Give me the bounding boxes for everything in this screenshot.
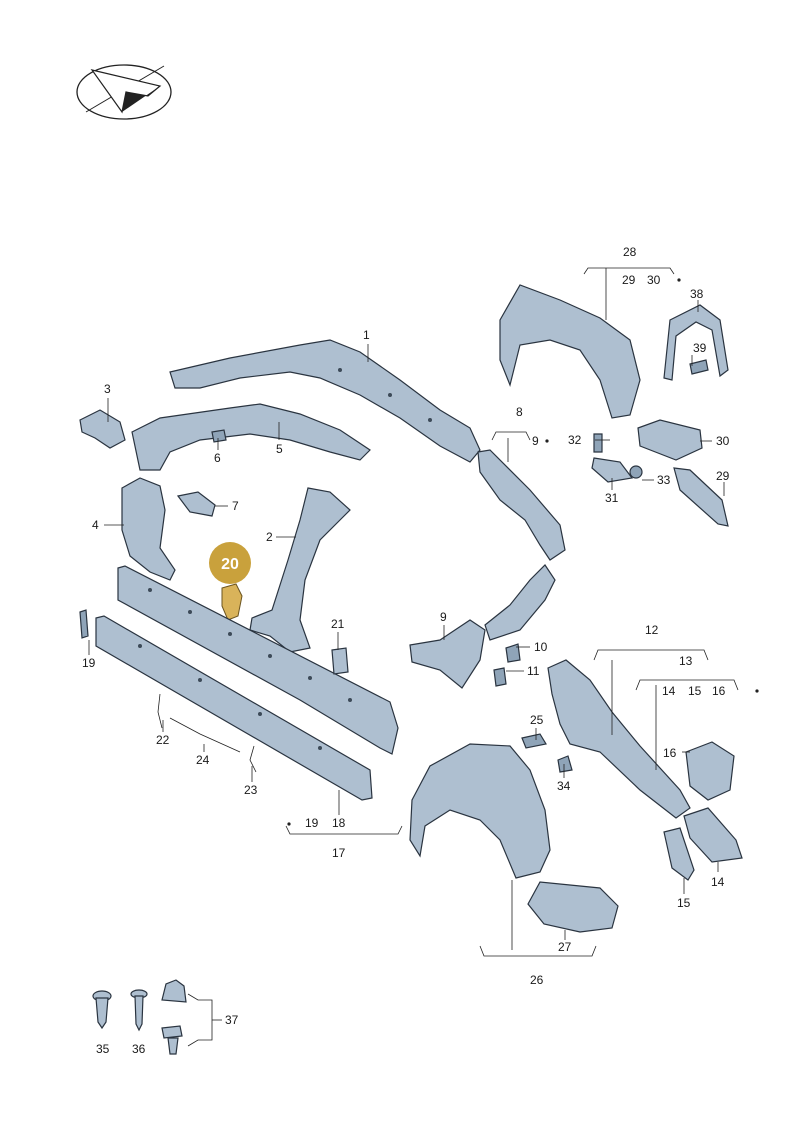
part-6-clip <box>211 429 227 443</box>
part-32-screw <box>593 433 603 453</box>
part-14-end-piece <box>683 807 743 863</box>
callout-36: 36 <box>132 1042 146 1056</box>
callout-4: 4 <box>92 518 99 532</box>
callout-19-left: 19 <box>82 656 96 670</box>
callout-28: 28 <box>623 245 637 259</box>
callout-15: 15 <box>677 896 691 910</box>
part-39-bolt <box>689 359 709 375</box>
part-27-box-section <box>527 881 619 933</box>
part-31-bracket <box>591 457 634 483</box>
callout-11: 11 <box>527 664 540 678</box>
callout-27: 27 <box>558 940 572 954</box>
callout-15-top: 15 <box>688 684 702 698</box>
callout-30: 30 <box>716 434 730 448</box>
callout-9-upper: 9 <box>532 434 539 448</box>
callout-7: 7 <box>232 499 239 513</box>
highlight-badge-label: 20 <box>221 556 239 573</box>
part-10-clip <box>505 643 521 663</box>
callout-8: 8 <box>516 405 523 419</box>
part-38-strap <box>663 304 729 381</box>
callout-23: 23 <box>244 783 258 797</box>
part-21-bracket <box>331 647 349 675</box>
callout-22: 22 <box>156 733 170 747</box>
part-2-b-pillar <box>249 487 351 653</box>
callout-33: 33 <box>657 473 671 487</box>
part-22-strip <box>157 693 163 729</box>
callout-37: 37 <box>225 1013 239 1027</box>
fastener-37-icon <box>161 979 187 1055</box>
callout-25: 25 <box>530 713 544 727</box>
callout-29: 29 <box>716 469 730 483</box>
callout-1: 1 <box>363 328 370 342</box>
part-24-seal <box>169 717 241 753</box>
part-7-bracket <box>176 491 216 517</box>
callout-18: 18 <box>332 816 346 830</box>
part-23-strip <box>249 745 257 773</box>
part-3-bracket <box>79 409 126 449</box>
callout-14-top: 14 <box>662 684 676 698</box>
callout-6: 6 <box>214 451 221 465</box>
part-20-highlighted-bracket <box>221 583 243 621</box>
group-brackets <box>187 267 739 1047</box>
callout-19-bottom: 19 <box>305 816 319 830</box>
callout-29-top: 29 <box>622 273 636 287</box>
callout-38: 38 <box>690 287 704 301</box>
part-33-nut <box>629 465 643 479</box>
leader-lines <box>88 268 725 950</box>
callout-31: 31 <box>605 491 619 505</box>
part-4-a-pillar-lower <box>121 477 176 581</box>
callout-14: 14 <box>711 875 725 889</box>
callout-17: 17 <box>332 846 346 860</box>
fastener-36-icon <box>130 989 148 1032</box>
highlight-badge-20[interactable]: 20 <box>209 542 251 584</box>
callout-30-top: 30 <box>647 273 661 287</box>
callout-5: 5 <box>276 442 283 456</box>
part-34-clip <box>557 755 573 773</box>
callout-13: 13 <box>679 654 693 668</box>
callout-16: 16 <box>663 746 677 760</box>
part-16-housing <box>685 741 735 801</box>
part-12-side-member <box>547 659 691 819</box>
callout-3: 3 <box>104 382 111 396</box>
reference-dots <box>287 278 759 826</box>
part-19-end-piece <box>79 609 89 639</box>
callout-26: 26 <box>530 973 544 987</box>
part-9-wheel-arch-trim <box>409 619 486 689</box>
callout-34: 34 <box>557 779 571 793</box>
callout-16-top: 16 <box>712 684 726 698</box>
part-29-member <box>673 467 729 527</box>
part-5-inner-roof-rail <box>131 403 371 471</box>
part-26-inner-wheelhouse <box>409 743 551 879</box>
part-11-clip <box>493 667 507 687</box>
fastener-35-icon <box>92 990 112 1030</box>
callout-9-lower: 9 <box>440 610 447 624</box>
callout-21: 21 <box>331 617 345 631</box>
callout-35: 35 <box>96 1042 110 1056</box>
part-25-clip <box>521 733 547 749</box>
callout-12: 12 <box>645 623 659 637</box>
part-15-end-piece <box>663 827 695 881</box>
callout-2: 2 <box>266 530 273 544</box>
part-17-rocker-assembly <box>95 565 399 801</box>
part-8-side-frame <box>477 449 566 641</box>
part-30-panel <box>637 419 703 461</box>
callout-24: 24 <box>196 753 210 767</box>
callout-10: 10 <box>534 640 548 654</box>
paper-plane-logo-icon <box>76 64 172 120</box>
callout-39: 39 <box>693 341 707 355</box>
part-28-rear-wheelhouse <box>499 284 641 419</box>
callout-32: 32 <box>568 433 582 447</box>
part-1-roof-frame <box>169 339 481 463</box>
